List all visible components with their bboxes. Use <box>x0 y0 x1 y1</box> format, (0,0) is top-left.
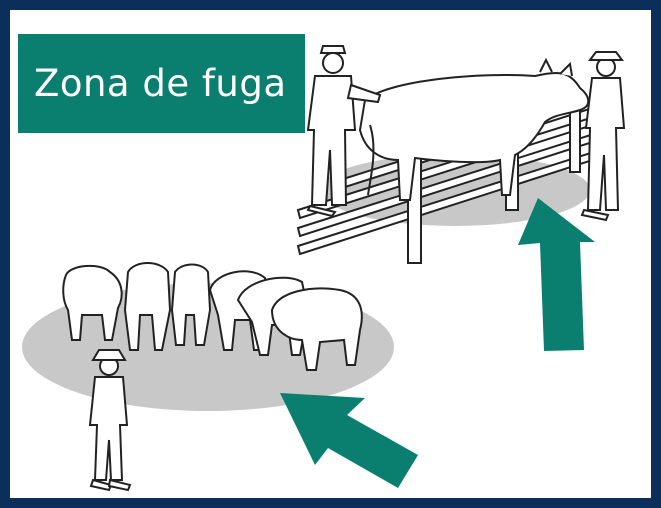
handler-man-right <box>580 51 626 222</box>
cow-at-fence <box>358 57 590 201</box>
arrow-up-icon <box>518 198 595 351</box>
flight-zone-illustration <box>22 45 626 492</box>
cattle-herd <box>62 262 363 371</box>
page-title: Zona de fuga <box>18 34 305 133</box>
handler-man-left <box>306 45 382 218</box>
handler-man-bottom <box>88 349 132 492</box>
arrow-diagonal-icon <box>280 393 418 488</box>
